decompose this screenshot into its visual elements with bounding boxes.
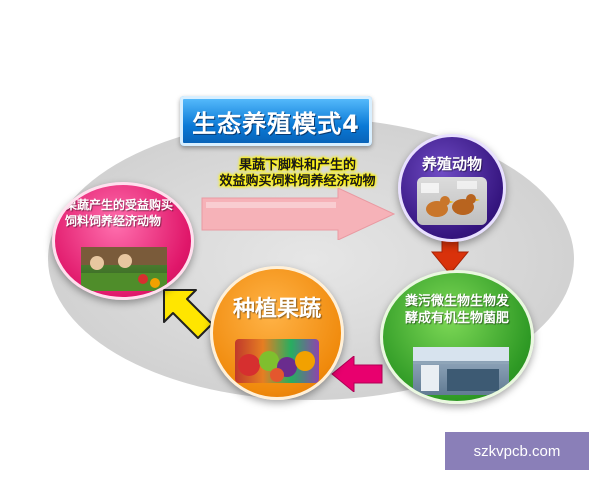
arrow-benefit-to-animals — [201, 188, 396, 240]
title-banner: 生态养殖模式4 — [180, 96, 372, 146]
fermentation-facility-photo — [413, 347, 509, 395]
top-caption-line-1: 果蔬下脚料和产生的 — [238, 158, 356, 173]
fruit-vegetable-photo — [235, 339, 319, 383]
node-manure: 粪污微生物生物发酵成有机生物菌肥 — [380, 270, 534, 404]
market-photo — [81, 247, 167, 291]
arrow-manure-to-vegetables — [331, 356, 383, 392]
node-vegetables: 种植果蔬 — [210, 266, 344, 400]
node-benefit-label: 果蔬产生的受益购买饲料饲养经济动物 — [65, 198, 174, 228]
node-benefit: 果蔬产生的受益购买饲料饲养经济动物 — [52, 182, 194, 300]
top-caption-line-2: 效益购买饲料饲养经济动物 — [219, 174, 376, 189]
node-manure-label: 粪污微生物生物发酵成有机生物菌肥 — [405, 294, 510, 326]
node-animals-label: 养殖动物 — [421, 155, 482, 173]
diagram-title: 生态养殖模式4 — [192, 109, 360, 138]
node-animals: 养殖动物 — [398, 134, 506, 242]
arrow-vegetables-to-benefit — [163, 289, 213, 339]
chicken-farm-photo — [417, 177, 487, 225]
watermark-badge: szkvpcb.com — [445, 432, 589, 470]
watermark-text: szkvpcb.com — [473, 442, 561, 460]
node-vegetables-label: 种植果蔬 — [232, 297, 321, 322]
top-caption: 果蔬下脚料和产生的 效益购买饲料饲养经济动物 — [200, 158, 395, 190]
